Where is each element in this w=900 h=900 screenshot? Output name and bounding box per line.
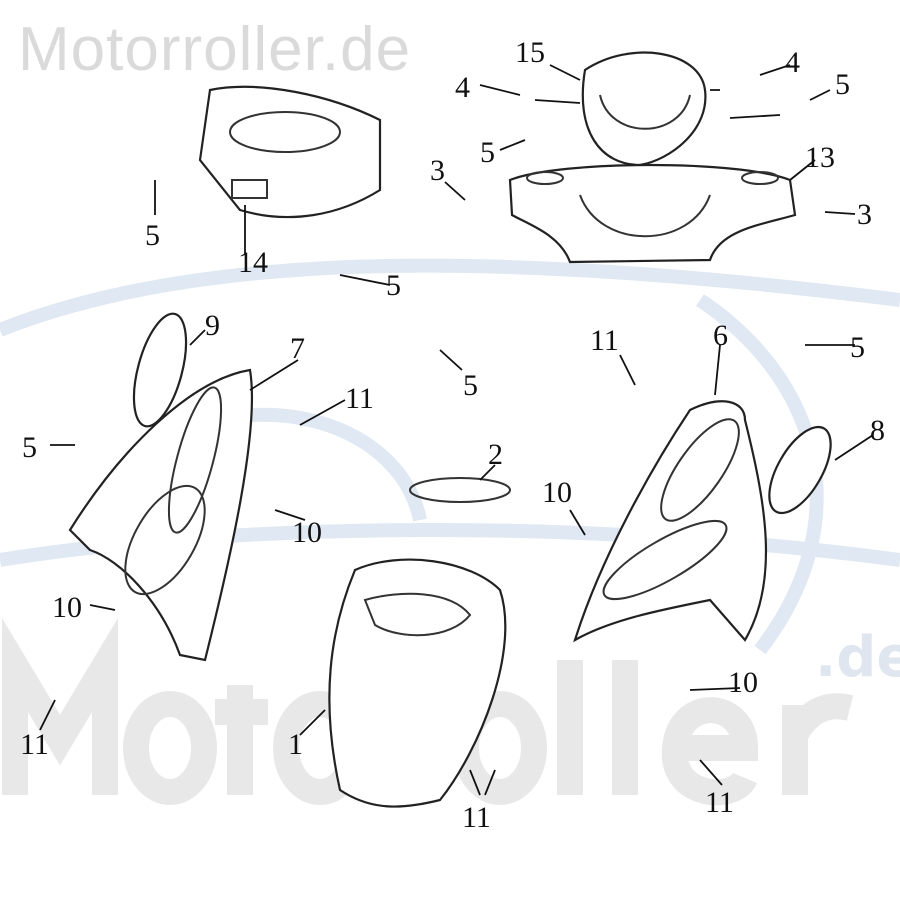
label-10: 10 xyxy=(52,591,82,624)
label-5: 5 xyxy=(463,369,478,402)
label-5: 5 xyxy=(835,68,850,101)
label-5: 5 xyxy=(850,331,865,364)
label-1: 1 xyxy=(288,728,303,761)
label-6: 6 xyxy=(713,319,728,352)
label-9: 9 xyxy=(205,309,220,342)
label-8: 8 xyxy=(870,414,885,447)
part-handlebar-rear-cover xyxy=(198,85,382,219)
leader-lines xyxy=(39,64,874,796)
label-10: 10 xyxy=(292,516,322,549)
label-10: 10 xyxy=(542,476,572,509)
label-11: 11 xyxy=(20,728,49,761)
part-right-indicator xyxy=(768,425,832,515)
label-5: 5 xyxy=(22,431,37,464)
label-11: 11 xyxy=(590,324,619,357)
label-5: 5 xyxy=(386,269,401,302)
label-11: 11 xyxy=(345,382,374,415)
part-gasket xyxy=(409,477,511,503)
part-left-indicator xyxy=(132,312,188,428)
watermark-suffix: .de xyxy=(815,625,900,690)
part-front-shield xyxy=(328,558,507,808)
label-5: 5 xyxy=(480,136,495,169)
part-right-side-cover xyxy=(573,400,768,643)
label-14: 14 xyxy=(238,246,268,279)
label-13: 13 xyxy=(805,141,835,174)
part-windscreen xyxy=(581,51,707,167)
label-4: 4 xyxy=(785,46,800,79)
label-3: 3 xyxy=(857,198,872,231)
label-10: 10 xyxy=(728,666,758,699)
label-11: 11 xyxy=(462,801,491,834)
part-handlebar-front-cover xyxy=(508,163,797,264)
label-15: 15 xyxy=(515,36,545,69)
label-11: 11 xyxy=(705,786,734,819)
label-5: 5 xyxy=(145,219,160,252)
label-4: 4 xyxy=(455,71,470,104)
label-2: 2 xyxy=(488,438,503,471)
part-labels: 15 4 4 5 5 3 13 3 5 14 5 9 7 5 11 11 6 5… xyxy=(20,36,885,834)
watermark-top: Motorroller.de xyxy=(18,15,412,84)
label-3: 3 xyxy=(430,154,445,187)
label-7: 7 xyxy=(290,332,305,365)
